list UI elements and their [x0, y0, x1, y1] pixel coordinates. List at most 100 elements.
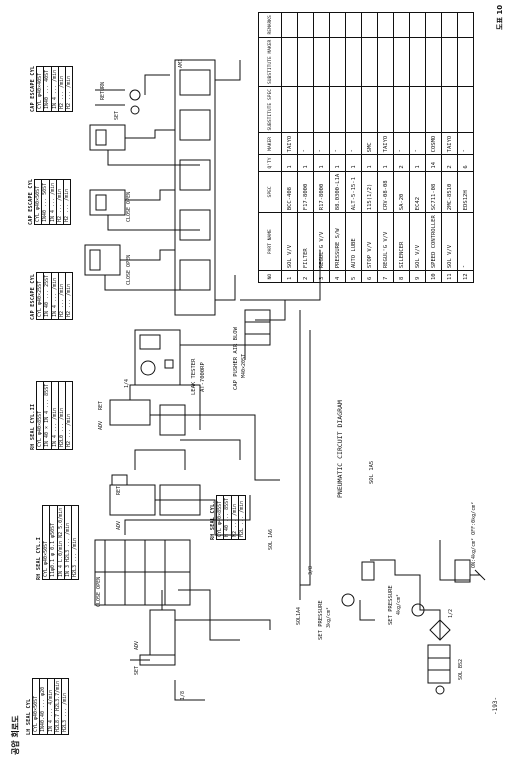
table-cell: 3: [313, 270, 330, 283]
table-cell: 7: [377, 270, 394, 283]
table-cell: 14: [425, 154, 442, 172]
table-cell: STOP V/V: [361, 212, 378, 271]
table-cell: R17-8000: [313, 171, 330, 213]
sol-bs2-label: SOL BS2: [458, 659, 464, 680]
adv-label-1: ADV: [134, 641, 140, 650]
fraction-1-2: 1/2: [448, 609, 454, 618]
table-cell: SILENCER: [393, 212, 410, 271]
table-cell: [313, 37, 330, 87]
table-cell: 11: [441, 270, 458, 283]
table-cell: FILTER: [297, 212, 314, 271]
cylinder-block-row: H2 ... /min: [66, 283, 73, 317]
table-cell: ″: [345, 132, 362, 155]
parts-table-header-cell: Q'TY: [258, 154, 282, 172]
table-cell: 1: [361, 154, 378, 172]
table-cell: 1: [297, 154, 314, 172]
cylinder-block-row: IN 4 ... /min: [51, 272, 59, 319]
cylinder-block-row: CYL φ40×50ST: [43, 505, 51, 579]
table-cell: SOL V/V: [281, 212, 298, 271]
table-cell: SOL V/V: [441, 212, 458, 271]
leak-tester-box: [134, 329, 181, 386]
table-cell: AUTO LUBE: [345, 212, 362, 271]
table-cell: [441, 12, 458, 38]
close-open-top-1: CLOSE OPEN: [126, 255, 132, 285]
table-cell: [329, 86, 346, 133]
return-label: RETURN: [100, 82, 106, 100]
table-cell: [345, 86, 362, 133]
fraction-1-4: 1/4: [124, 379, 130, 388]
cylinder-block-row: H2L3 ... /min: [72, 537, 79, 577]
table-cell: SC711-08: [425, 171, 442, 213]
air-blow-line: [255, 300, 286, 321]
filter-symbol: [429, 619, 451, 641]
cylinder-block-row: CYL φ40×50ST: [33, 678, 41, 734]
table-cell: 12: [457, 270, 474, 283]
set-pressure-1: SET PRESSURE: [318, 600, 324, 640]
table-cell: 88.0300-L1A: [329, 171, 346, 213]
table-cell: 1: [281, 154, 298, 172]
cap-escape-cylinder-3: [89, 124, 126, 151]
cylinder-block-row: IN40 ... 40ST: [44, 66, 52, 111]
table-cell: [297, 37, 314, 87]
table-cell: 4: [329, 270, 346, 283]
table-cell: [345, 12, 362, 38]
sol-bs2-valve: [427, 644, 451, 684]
set-pressure-2: SET PRESSURE: [388, 585, 394, 625]
table-cell: 1: [409, 154, 426, 172]
valve-manifold: [174, 59, 216, 316]
close-open-top-2: CLOSE OPEN: [126, 192, 132, 222]
cylinder-block-row: H2 ... /min: [56, 179, 65, 224]
table-cell: [377, 86, 394, 133]
table-cell: ″: [329, 132, 346, 155]
cylinder-block-title: RH SEAL CYL.: [210, 500, 216, 540]
cylinder-block-row: H2 ... /min: [58, 66, 67, 111]
cap-pusher-spec: M40×20ST: [241, 354, 247, 378]
cylinder-block-row: IN 4 ... /min: [49, 179, 57, 224]
set2-label: SET: [114, 111, 120, 120]
cylinder-block-row: H 40 ... 85ST: [224, 495, 232, 539]
regulator-line: [359, 600, 375, 621]
cylinder-block-row: IN 4 L.0/min N2 5.0/min: [57, 505, 65, 579]
table-cell: [457, 37, 474, 87]
table-cell: 1: [281, 270, 298, 283]
table-cell: [457, 86, 474, 133]
sol-1a6-label: SOL 1A6: [268, 529, 274, 550]
table-cell: [345, 37, 362, 87]
manifold-feed: [240, 250, 321, 301]
cylinder-block-title: CAP ESCAPE CYL: [30, 273, 36, 320]
table-cell: [425, 12, 442, 38]
adv-label-2: ADV: [116, 521, 122, 530]
table-cell: TAIYO: [281, 132, 298, 155]
table-cell: F17-8000: [297, 171, 314, 213]
set-pressure-1-val: 3kg/cm²: [326, 607, 332, 628]
rh-seal-cylinder-3: [109, 399, 151, 426]
cylinder-block-row: H2 ... /min: [66, 413, 73, 447]
manifold-label: AM1: [178, 59, 184, 68]
table-cell: [281, 37, 298, 87]
table-cell: [377, 37, 394, 87]
lower-feed: [370, 559, 441, 640]
cap-pusher-label: CAP PUSHER AIR BLOW: [233, 326, 239, 390]
table-cell: 1: [329, 154, 346, 172]
table-cell: BCC-408: [281, 171, 298, 213]
cylinder-block-row: IN 4 ... 4/min: [47, 678, 55, 734]
table-cell: 6: [457, 154, 474, 172]
table-cell: [457, 12, 474, 38]
table-cell: [329, 37, 346, 87]
cylinder-block-row: IN 4 ... /min: [51, 381, 59, 449]
table-cell: [409, 86, 426, 133]
parts-table-header-cell: MAKER: [258, 132, 282, 155]
table-cell: [329, 12, 346, 38]
